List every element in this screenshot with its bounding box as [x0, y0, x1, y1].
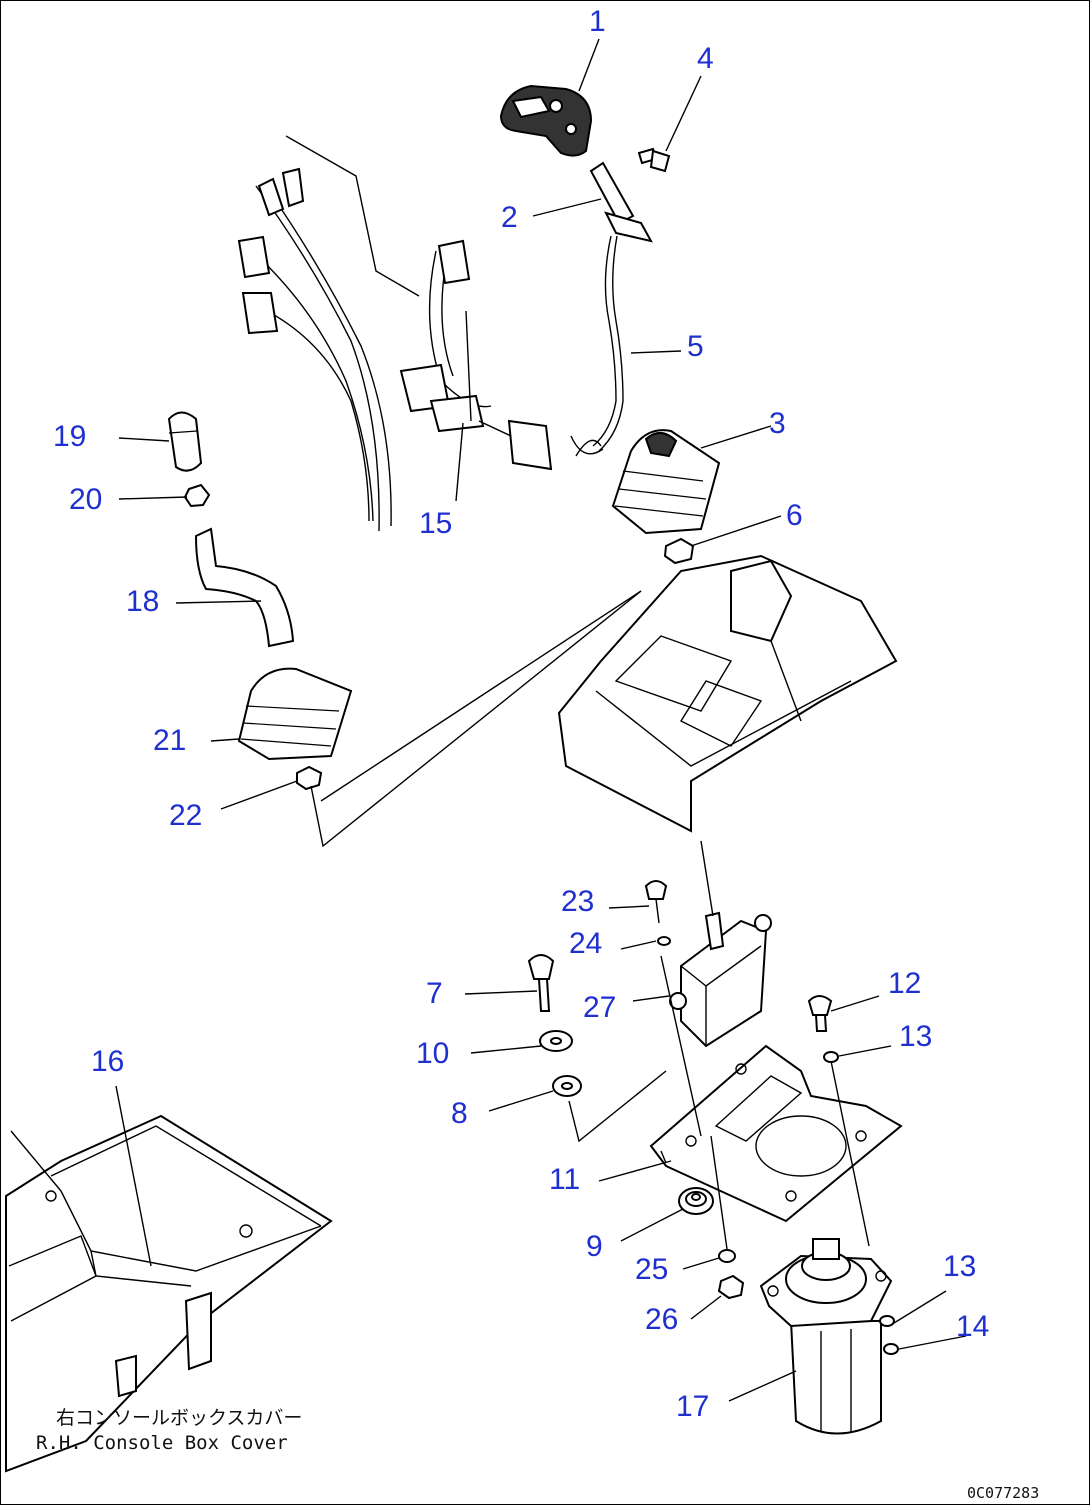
- callout-3: 3: [769, 407, 786, 440]
- part-24-washer: [657, 936, 671, 946]
- part-10-spacer: [539, 1030, 573, 1052]
- callout-12: 12: [888, 967, 921, 1000]
- callout-14: 14: [956, 1310, 989, 1343]
- callout-18: 18: [126, 585, 159, 618]
- drawing-code: 0C077283: [967, 1484, 1039, 1502]
- part-23-bolt: [644, 880, 668, 924]
- part-4-screw: [637, 147, 671, 173]
- part-25-washer: [718, 1249, 736, 1263]
- part-7-bolt: [527, 954, 555, 1012]
- callout-22: 22: [169, 799, 202, 832]
- callout-10: 10: [416, 1037, 449, 1070]
- callout-26: 26: [645, 1303, 678, 1336]
- part-14-bolt: [883, 1343, 899, 1355]
- part-19-grip: [167, 411, 203, 472]
- caption-japanese: 右コンソールボックスカバー: [56, 1407, 302, 1429]
- callout-9: 9: [586, 1230, 603, 1263]
- callout-5: 5: [687, 330, 704, 363]
- callout-17: 17: [676, 1390, 709, 1423]
- console-box: [557, 554, 898, 833]
- callout-1: 1: [589, 5, 606, 38]
- part-12-bolt: [807, 995, 833, 1032]
- part-26-nut: [717, 1274, 745, 1300]
- part-18-lever: [194, 527, 295, 648]
- guide-lines: [285, 135, 870, 1250]
- caption-english: R.H. Console Box Cover: [36, 1432, 288, 1454]
- callout-23: 23: [561, 885, 594, 918]
- callout-20: 20: [69, 483, 102, 516]
- part-1-knob: [499, 84, 593, 157]
- part-6-nut: [663, 537, 695, 565]
- callout-25: 25: [635, 1253, 668, 1286]
- callout-11: 11: [549, 1163, 580, 1196]
- part-17-pilot-valve: [759, 1238, 893, 1435]
- leader-lines: [115, 38, 967, 1402]
- callout-13-lower: 13: [943, 1250, 976, 1283]
- part-11-plate: [649, 1044, 903, 1223]
- callout-7: 7: [426, 977, 443, 1010]
- callout-19: 19: [53, 420, 86, 453]
- callout-8: 8: [451, 1097, 468, 1130]
- callout-13-upper: 13: [899, 1020, 932, 1053]
- callout-21: 21: [153, 724, 186, 757]
- part-13-washer-lower: [879, 1315, 895, 1327]
- part-16-console-frame: [5, 1114, 333, 1473]
- callout-6: 6: [786, 499, 803, 532]
- callout-15: 15: [419, 507, 452, 540]
- callout-24: 24: [569, 927, 602, 960]
- part-13-washer-upper: [823, 1051, 839, 1063]
- callout-27: 27: [583, 991, 616, 1024]
- callout-2: 2: [501, 201, 518, 234]
- part-21-boot: [237, 667, 353, 761]
- callout-4: 4: [697, 42, 714, 75]
- callout-numbers: 1 2 3 4 5 6 7 8 9 10 11 12 13 13 14 15 1…: [53, 5, 989, 1423]
- part-15-harness-bundle: [237, 167, 553, 532]
- part-3-boot: [611, 429, 721, 535]
- part-27-valve: [669, 840, 772, 1048]
- part-5-harness: [570, 235, 624, 457]
- part-2-lever: [589, 161, 653, 243]
- callout-16: 16: [91, 1045, 124, 1078]
- part-9-grommet: [678, 1187, 714, 1215]
- part-8-spacer: [552, 1075, 582, 1097]
- part-22-nut: [296, 765, 323, 791]
- part-20-nut: [183, 483, 211, 508]
